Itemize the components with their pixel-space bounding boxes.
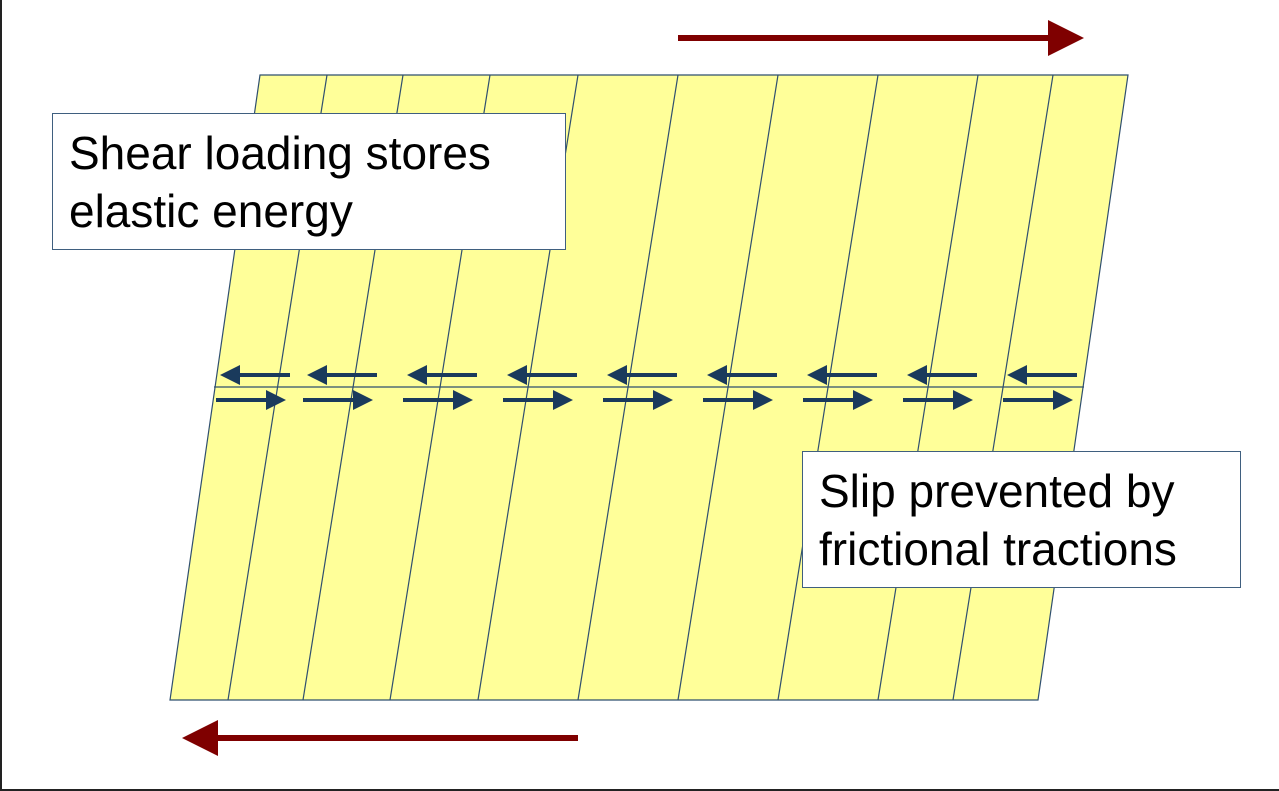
slip-prevented-label: Slip prevented by frictional tractions [802,451,1241,588]
frictional-traction-arrows [216,365,1077,410]
shear-loading-label: Shear loading stores elastic energy [52,113,566,250]
